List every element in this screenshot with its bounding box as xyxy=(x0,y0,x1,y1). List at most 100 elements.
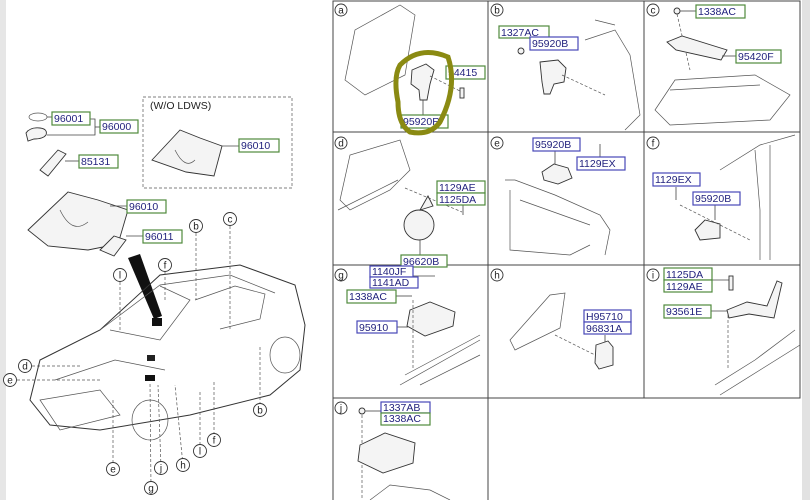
svg-text:g: g xyxy=(148,484,154,495)
fender-sketch-d xyxy=(337,139,411,211)
label-96001[interactable]: 96001 xyxy=(51,111,91,126)
callout-c[interactable]: c xyxy=(223,212,237,226)
panel-b: b 1327AC 95920B xyxy=(490,3,641,131)
svg-text:b: b xyxy=(193,222,199,233)
label-94415[interactable]: 94415 xyxy=(445,65,486,80)
callout-e-left[interactable]: e xyxy=(3,373,17,387)
label-1327AC[interactable]: 1327AC xyxy=(498,25,550,39)
callout-f-top[interactable]: f xyxy=(158,258,172,272)
label-95920B-e[interactable]: 95920B xyxy=(532,137,581,152)
svg-text:95920B: 95920B xyxy=(535,139,571,151)
panel-letter-f: f xyxy=(646,136,660,150)
label-96010[interactable]: 96010 xyxy=(126,199,167,214)
svg-text:d: d xyxy=(338,139,344,150)
panel-f: f 1129EX 95920B xyxy=(646,134,796,260)
nut-j xyxy=(358,407,366,415)
label-96011[interactable]: 96011 xyxy=(142,229,183,244)
nut-c xyxy=(673,7,681,15)
panel-d: d 1129AE 1125DA 96620B xyxy=(334,136,486,268)
airbag-control-unit-j xyxy=(357,432,416,474)
floor-tunnel-sketch-g xyxy=(399,334,481,386)
callout-d[interactable]: d xyxy=(18,359,32,373)
panel-e: e 95920B 1129EX xyxy=(490,136,626,256)
svg-text:1129AE: 1129AE xyxy=(439,182,476,194)
label-95920B-f[interactable]: 95920B xyxy=(692,191,741,206)
svg-text:1337AB: 1337AB xyxy=(383,402,420,414)
label-96010-wo-ldws[interactable]: 96010 xyxy=(238,138,280,153)
svg-text:1338AC: 1338AC xyxy=(698,6,736,18)
label-96831A[interactable]: 96831A xyxy=(583,321,632,335)
label-96620B[interactable]: 96620B xyxy=(400,254,448,268)
callout-l[interactable]: l xyxy=(113,268,127,282)
label-95910[interactable]: 95910 xyxy=(356,320,398,334)
callout-l-bottom[interactable]: l xyxy=(193,444,207,458)
svg-text:a: a xyxy=(338,6,344,17)
label-95920B-b[interactable]: 95920B xyxy=(529,36,579,51)
svg-text:f: f xyxy=(213,436,216,447)
panel-letter-h: h xyxy=(490,268,504,282)
svg-text:j: j xyxy=(339,404,342,415)
pointer-arrow xyxy=(128,254,162,319)
svg-text:l: l xyxy=(199,447,201,458)
svg-text:g: g xyxy=(338,271,344,282)
svg-text:96010: 96010 xyxy=(129,201,158,213)
ring-part xyxy=(28,112,48,122)
bracket-sketch-h xyxy=(509,292,566,351)
label-1129EX-f[interactable]: 1129EX xyxy=(652,172,701,187)
label-1338AC-g[interactable]: 1338AC xyxy=(346,289,397,304)
svg-text:1338AC: 1338AC xyxy=(383,413,421,425)
svg-text:H95710: H95710 xyxy=(586,311,623,323)
panel-g: g 1140JF 1141AD 1338AC 95910 xyxy=(334,265,481,386)
svg-text:h: h xyxy=(180,461,186,472)
svg-text:1129EX: 1129EX xyxy=(655,174,692,186)
left-edge-strip xyxy=(0,0,6,500)
airbag-control-unit-g xyxy=(406,301,456,337)
label-1125DA-d[interactable]: 1125DA xyxy=(436,192,486,206)
nut-b xyxy=(517,47,525,55)
frame-sketch-i xyxy=(714,329,801,396)
svg-text:95420F: 95420F xyxy=(738,51,774,63)
label-85131[interactable]: 85131 xyxy=(78,154,119,169)
bolt-a xyxy=(459,87,465,99)
label-1129AE-i[interactable]: 1129AE xyxy=(663,279,713,293)
callouts xyxy=(17,226,261,488)
svg-text:96001: 96001 xyxy=(54,113,83,125)
callout-b-top[interactable]: b xyxy=(189,219,203,233)
label-1125DA-i[interactable]: 1125DA xyxy=(663,267,713,281)
panel-i: i 1125DA 1129AE 93561E xyxy=(646,267,801,396)
label-96000[interactable]: 96000 xyxy=(99,119,139,134)
svg-text:96011: 96011 xyxy=(145,231,174,243)
svg-text:1327AC: 1327AC xyxy=(501,27,539,39)
callout-e[interactable]: e xyxy=(106,462,120,476)
pillar-sketch-f xyxy=(719,134,796,260)
callout-b[interactable]: b xyxy=(253,403,267,417)
floor-sketch-c xyxy=(654,74,791,126)
callout-h[interactable]: h xyxy=(176,458,190,472)
label-H95710[interactable]: H95710 xyxy=(583,309,632,323)
callout-g[interactable]: g xyxy=(144,481,158,495)
overhead-console xyxy=(27,191,129,251)
label-1141AD[interactable]: 1141AD xyxy=(369,276,419,289)
svg-text:b: b xyxy=(494,6,500,17)
svg-text:95910: 95910 xyxy=(359,322,388,334)
label-93561E[interactable]: 93561E xyxy=(663,304,712,319)
label-1338AC-j[interactable]: 1338AC xyxy=(380,412,431,426)
panel-letter-d: d xyxy=(334,136,348,150)
svg-text:j: j xyxy=(159,464,162,475)
panel-letter-j: j xyxy=(334,401,348,415)
label-1338AC-c[interactable]: 1338AC xyxy=(695,4,746,19)
panel-letter-e: e xyxy=(490,136,504,150)
svg-text:h: h xyxy=(494,271,500,282)
svg-text:1140JF: 1140JF xyxy=(372,266,406,278)
svg-text:e: e xyxy=(7,376,13,387)
label-1129EX-e[interactable]: 1129EX xyxy=(576,156,626,171)
label-95420F[interactable]: 95420F xyxy=(735,49,782,64)
svg-text:1141AD: 1141AD xyxy=(372,277,410,289)
right-edge-strip xyxy=(802,0,810,500)
panel-letter-b: b xyxy=(490,3,504,17)
callout-j[interactable]: j xyxy=(154,461,168,475)
callout-f[interactable]: f xyxy=(207,433,221,447)
label-1129AE-d[interactable]: 1129AE xyxy=(436,180,486,194)
svg-text:1129AE: 1129AE xyxy=(666,281,703,293)
